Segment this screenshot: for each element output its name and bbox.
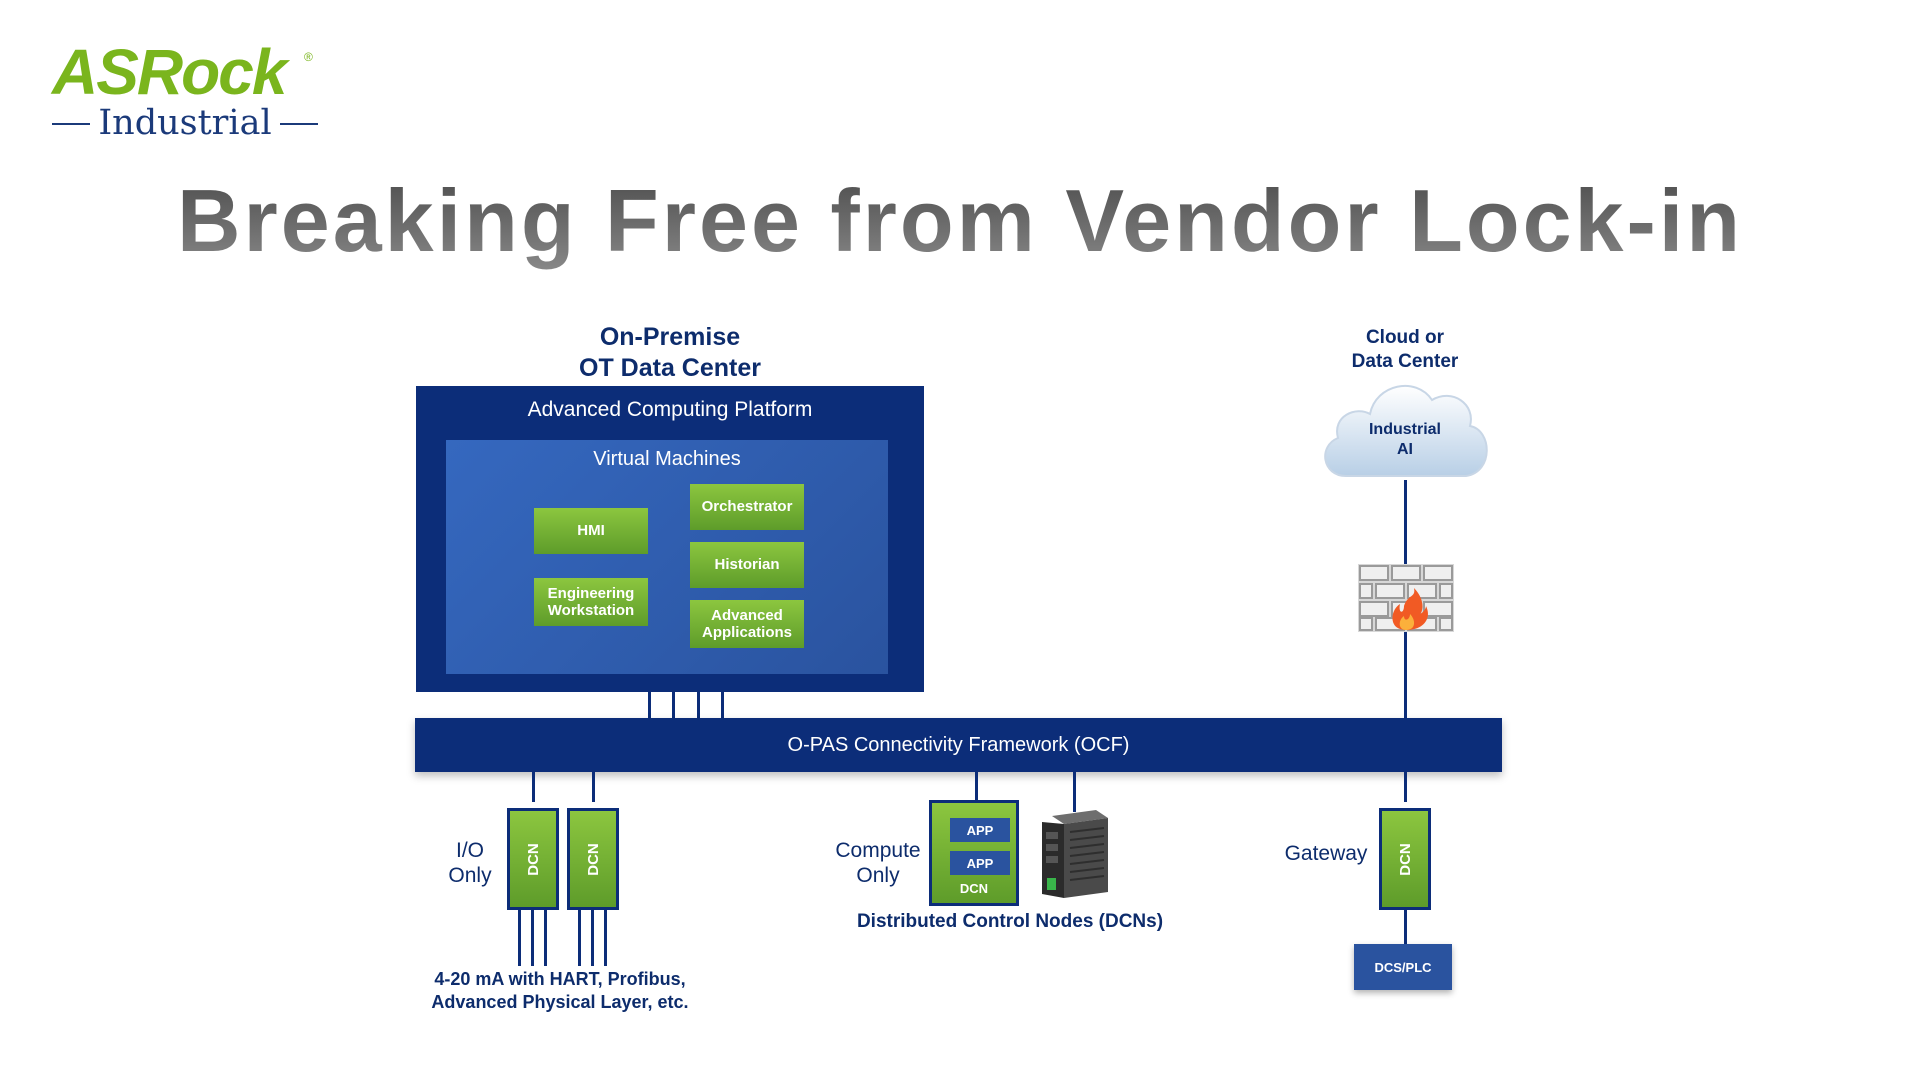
hmi-box: HMI (534, 508, 648, 554)
dcn-caption: Distributed Control Nodes (DCNs) (856, 911, 1164, 932)
gateway-connector-bottom (1404, 910, 1407, 944)
app-box-1: APP (950, 818, 1010, 842)
io-wire-1 (518, 910, 521, 966)
historian-box: Historian (690, 542, 804, 588)
io-wire-3 (544, 910, 547, 966)
vm-title: Virtual Machines (593, 448, 741, 470)
engineering-line1: Engineering (547, 584, 635, 602)
logo-subtitle-text: Industrial (98, 103, 272, 143)
io-dcn1-connector (532, 772, 535, 802)
gateway-connector-top (1404, 772, 1407, 802)
compute-label: Compute Only (830, 838, 926, 888)
platform-title: Advanced Computing Platform (527, 398, 813, 421)
gateway-dcn-label: DCN (1396, 842, 1414, 876)
ocf-bus: O-PAS Connectivity Framework (OCF) (415, 718, 1502, 772)
engineering-workstation-box: Engineering Workstation (534, 578, 648, 626)
cloud-label: Cloud or Data Center (1330, 326, 1480, 374)
dcs-plc-label: DCS/PLC (1374, 959, 1432, 975)
platform-connector-1 (648, 692, 651, 718)
io-label: I/O Only (444, 838, 496, 888)
io-wire-4 (578, 910, 581, 966)
cloud-line1: Cloud or (1365, 327, 1445, 348)
advanced-line1: Advanced (711, 606, 783, 624)
io-line1: I/O (455, 839, 484, 862)
hmi-label: HMI (577, 522, 605, 540)
app-label-1: APP (966, 822, 994, 838)
dcs-plc-box: DCS/PLC (1354, 944, 1452, 990)
logo-line-right (279, 122, 319, 125)
cloud-inner-line1: Industrial (1368, 421, 1441, 438)
io-wire-2 (531, 910, 534, 966)
cloud-line2: Data Center (1351, 350, 1459, 372)
logo-subtitle: Industrial (52, 103, 319, 143)
advanced-line2: Applications (701, 624, 792, 641)
advanced-applications-box: Advanced Applications (690, 600, 804, 648)
app-box-2: APP (950, 851, 1010, 875)
gateway-label: Gateway (1284, 842, 1368, 865)
io-line2: Only (448, 864, 492, 888)
historian-label: Historian (714, 556, 780, 574)
platform-connector-4 (721, 692, 724, 718)
gateway-dcn: DCN (1379, 808, 1431, 910)
io-dcn-2: DCN (567, 808, 619, 910)
io-dcn-2-label: DCN (584, 842, 602, 876)
cloud-inner-line2: AI (1397, 441, 1413, 458)
io-dcn-1: DCN (507, 808, 559, 910)
registered-mark: ® (304, 50, 313, 64)
on-premise-label: On-Premise OT Data Center (516, 322, 824, 385)
logo-line-left (52, 122, 91, 125)
io-note: 4-20 mA with HART, Profibus, Advanced Ph… (400, 968, 720, 1013)
io-note-line1: 4-20 mA with HART, Profibus, (434, 969, 686, 989)
cloud-icon (1324, 385, 1488, 477)
edge-computer-icon (1042, 810, 1108, 898)
io-note-line2: Advanced Physical Layer, etc. (431, 991, 689, 1012)
platform-connector-2 (672, 692, 675, 718)
compute-dcn-label: DCN (959, 881, 989, 896)
cloud-inner-label: Industrial AI (1350, 420, 1460, 460)
on-premise-line2: OT Data Center (579, 354, 761, 383)
io-wire-5 (591, 910, 594, 966)
app-label-2: APP (966, 855, 994, 871)
compute-dcn-connector (975, 772, 978, 802)
compute-line1: Compute (835, 839, 921, 862)
asrock-logo: ASRock (52, 36, 287, 108)
orchestrator-box: Orchestrator (690, 484, 804, 530)
on-premise-line1: On-Premise (599, 323, 741, 351)
page-title: Breaking Free from Vendor Lock-in (0, 168, 1920, 274)
io-dcn2-connector (592, 772, 595, 802)
virtual-machines-box (446, 440, 888, 674)
io-wire-6 (604, 910, 607, 966)
orchestrator-label: Orchestrator (701, 498, 793, 516)
firewall-icon (1358, 564, 1454, 632)
compute-line2: Only (856, 864, 900, 888)
edge-device-connector (1073, 772, 1076, 812)
platform-connector-3 (697, 692, 700, 718)
io-dcn-1-label: DCN (524, 842, 542, 876)
ocf-bus-label: O-PAS Connectivity Framework (OCF) (787, 733, 1130, 756)
engineering-line2: Workstation (547, 602, 635, 619)
